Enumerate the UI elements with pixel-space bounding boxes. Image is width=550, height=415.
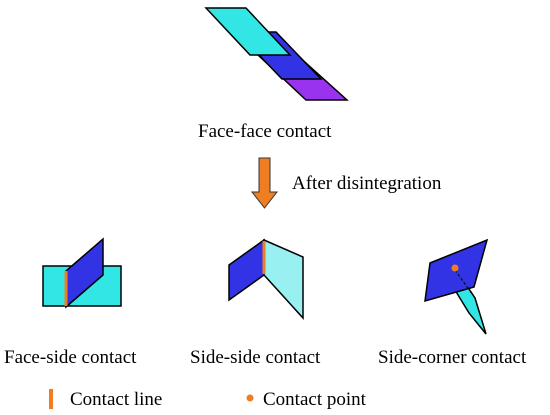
face-face-group (204, 7, 349, 101)
side-corner-label: Side-corner contact (378, 347, 527, 368)
legend-line-label: Contact line (70, 389, 163, 410)
legend-line-swatch (49, 389, 53, 409)
blue-left-plate (228, 238, 265, 302)
side-corner-contact-point (451, 264, 459, 272)
cyan-plate (204, 7, 292, 56)
legend-point-label: Contact point (263, 389, 366, 410)
after-disintegration-label: After disintegration (292, 173, 442, 194)
side-side-group (228, 238, 304, 320)
side-side-label: Side-side contact (190, 347, 321, 368)
side-corner-group (424, 238, 489, 335)
legend-point-swatch (246, 394, 254, 402)
face-side-group (42, 237, 122, 309)
hidden-edge-dashed (454, 269, 476, 299)
lightcyan-right-plate (263, 238, 304, 320)
face-face-label: Face-face contact (198, 121, 332, 142)
down-arrow (250, 157, 279, 209)
face-side-label: Face-side contact (4, 347, 137, 368)
